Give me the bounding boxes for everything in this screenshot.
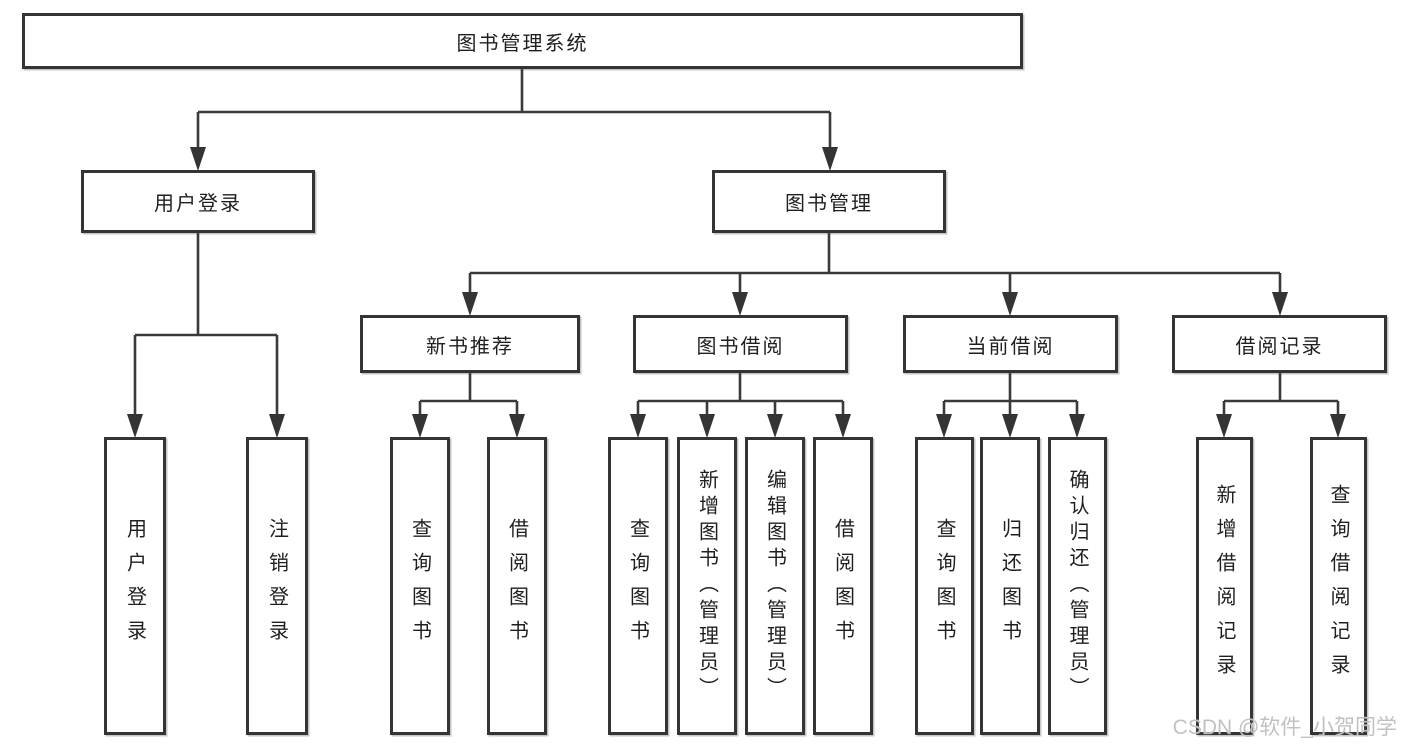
connector-current-borrow — [942, 373, 1079, 417]
leaf-newbook-borrow-books: 借阅图书 — [487, 437, 547, 735]
node-root: 图书管理系统 — [22, 13, 1023, 69]
connector-borrow-records — [1222, 373, 1340, 417]
connector-book-management — [468, 233, 1282, 295]
leaf-records-add-record: 新增借阅记录 — [1196, 437, 1253, 735]
node-current-borrow: 当前借阅 — [903, 315, 1118, 373]
node-user-login: 用户登录 — [81, 170, 315, 233]
leaf-user-login: 用户登录 — [104, 437, 166, 735]
leaf-current-confirm-return-admin: 确认归还（管理员） — [1048, 437, 1107, 735]
arrowheads — [127, 147, 1346, 438]
leaf-newbook-query-books: 查询图书 — [390, 437, 450, 735]
node-borrow-records: 借阅记录 — [1172, 315, 1387, 373]
leaf-current-return-books: 归还图书 — [980, 437, 1040, 735]
connector-new-book — [418, 373, 519, 417]
node-book-management: 图书管理 — [712, 170, 946, 233]
connector-root-to-level2 — [196, 69, 832, 150]
leaf-borrow-query-books: 查询图书 — [608, 437, 668, 735]
leaf-logout: 注销登录 — [246, 437, 308, 735]
connector-user-login — [133, 233, 279, 417]
leaf-records-query-record: 查询借阅记录 — [1310, 437, 1367, 735]
node-book-borrow: 图书借阅 — [633, 315, 848, 373]
connector-book-borrow — [636, 373, 845, 417]
node-new-book-recommend: 新书推荐 — [360, 315, 580, 373]
leaf-borrow-add-books-admin: 新增图书（管理员） — [677, 437, 737, 735]
leaf-borrow-edit-books-admin: 编辑图书（管理员） — [745, 437, 805, 735]
leaf-current-query-books: 查询图书 — [915, 437, 974, 735]
csdn-watermark: CSDN @软件_小贺同学 — [1172, 716, 1397, 739]
leaf-borrow-borrow-books: 借阅图书 — [813, 437, 873, 735]
